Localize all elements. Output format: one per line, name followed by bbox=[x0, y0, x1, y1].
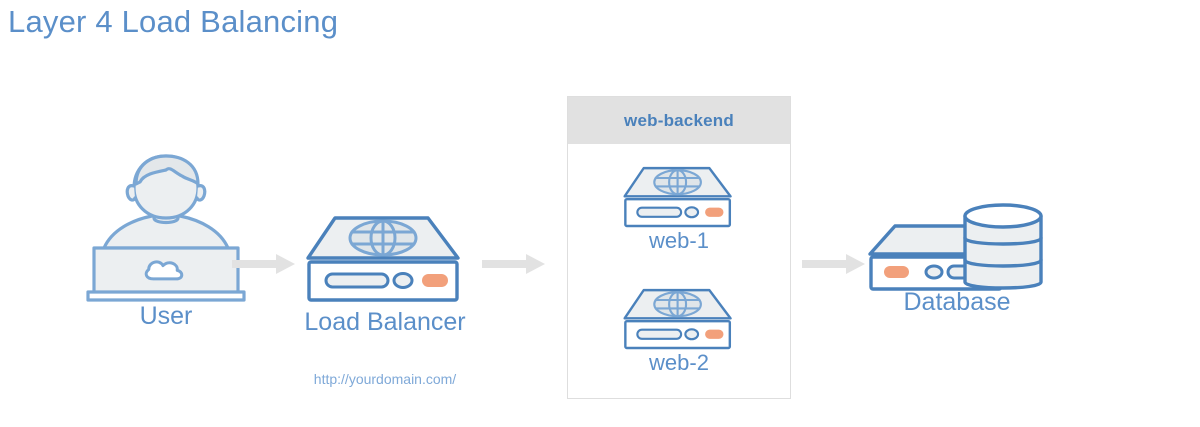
group-body-web-backend: web-1 bbox=[568, 144, 790, 398]
server-globe-icon bbox=[623, 166, 732, 228]
node-label-web-2: web-2 bbox=[649, 350, 709, 375]
node-user: User bbox=[86, 150, 246, 330]
server-globe-icon bbox=[623, 288, 732, 350]
arrow-right-icon bbox=[482, 254, 545, 274]
user-laptop-icon bbox=[86, 154, 246, 302]
node-label-load-balancer: Load Balancer bbox=[304, 308, 466, 336]
arrow-load-balancer-to-backend bbox=[482, 253, 546, 275]
arrow-right-icon bbox=[232, 254, 295, 274]
server-database-icon bbox=[868, 203, 1043, 291]
cloud-icon bbox=[144, 260, 184, 281]
group-title-web-backend: web-backend bbox=[624, 110, 734, 130]
node-label-web-1: web-1 bbox=[649, 228, 709, 253]
group-header-web-backend: web-backend bbox=[568, 97, 790, 144]
group-web-backend: web-backend bbox=[567, 96, 791, 399]
node-label-user: User bbox=[139, 302, 193, 330]
node-database: Database bbox=[862, 200, 1047, 316]
node-load-balancer: Load Balancer bbox=[300, 210, 470, 336]
node-label-database: Database bbox=[903, 288, 1011, 316]
arrow-backend-to-database bbox=[802, 253, 866, 275]
arrow-user-to-load-balancer bbox=[232, 253, 296, 275]
node-web-2: web-2 bbox=[619, 284, 739, 379]
load-balancer-url: http://yourdomain.com/ bbox=[313, 371, 457, 387]
page-title: Layer 4 Load Balancing bbox=[8, 4, 339, 39]
server-globe-icon bbox=[306, 216, 460, 302]
node-web-1: web-1 bbox=[619, 162, 739, 257]
arrow-right-icon bbox=[802, 254, 865, 274]
